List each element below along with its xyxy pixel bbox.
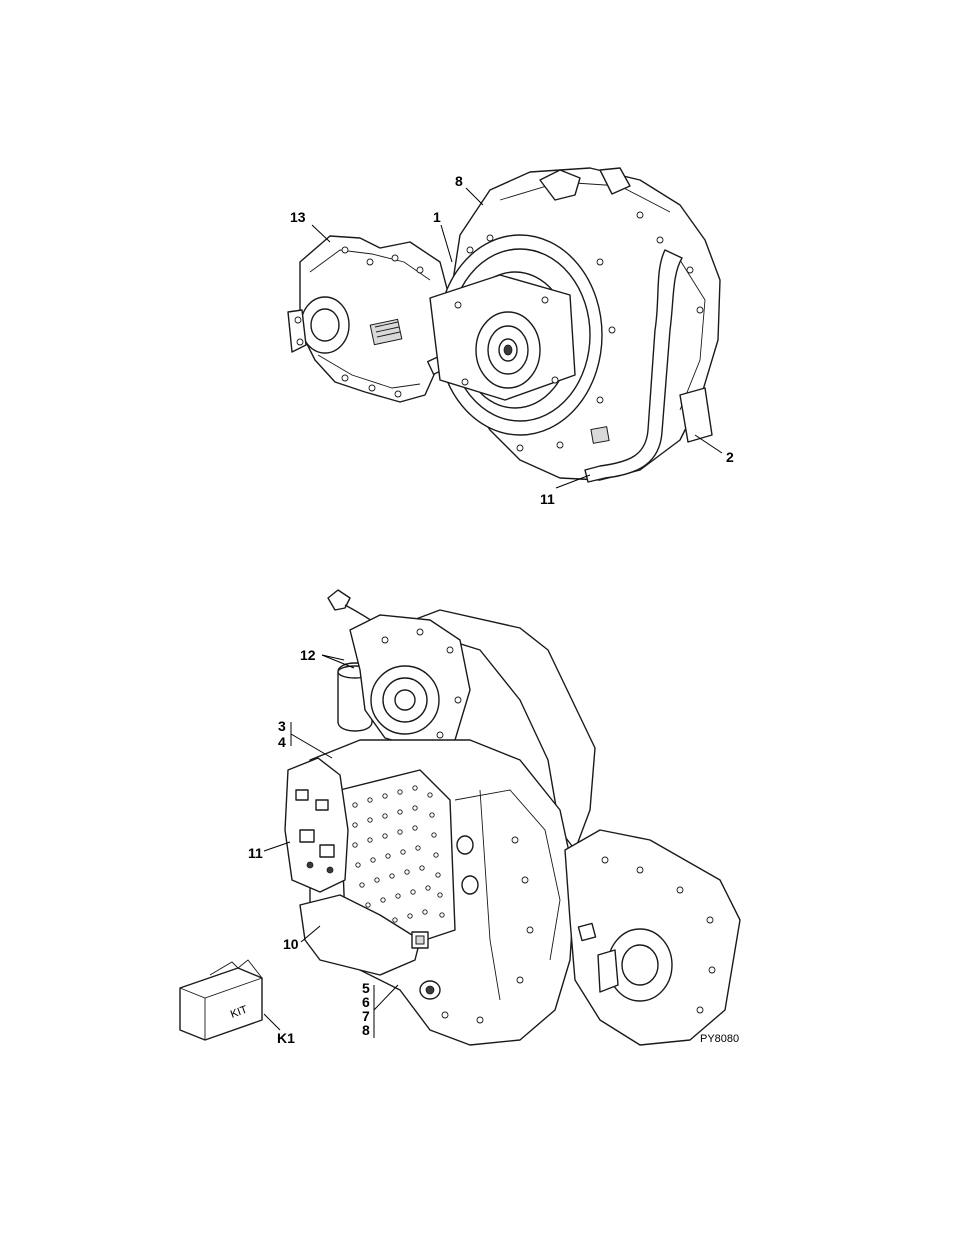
callout-11-upper: 11 <box>540 491 555 507</box>
callout-10: 10 <box>283 936 299 952</box>
kit-box: KIT <box>180 960 262 1040</box>
callout-8-lower: 8 <box>362 1022 370 1038</box>
callout-1: 1 <box>433 209 441 225</box>
callout-3: 3 <box>278 718 286 734</box>
lower-transmission-illustration <box>285 590 740 1045</box>
callout-8-upper: 8 <box>455 173 463 189</box>
callout-11-lower: 11 <box>248 845 263 861</box>
upper-transmission-illustration <box>288 168 720 482</box>
callout-k1: K1 <box>277 1030 295 1046</box>
callout-13: 13 <box>290 209 306 225</box>
drawing-code: PY8080 <box>700 1033 739 1045</box>
callout-4: 4 <box>278 734 286 750</box>
callout-2: 2 <box>726 449 734 465</box>
callout-12: 12 <box>300 647 316 663</box>
